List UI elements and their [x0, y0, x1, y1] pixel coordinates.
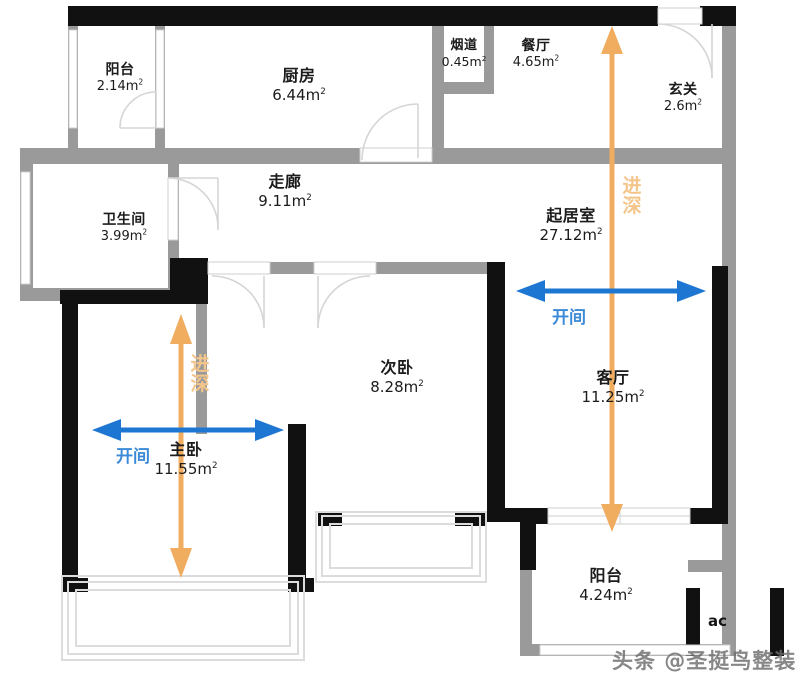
windows	[20, 7, 731, 656]
gray-walls	[20, 14, 736, 656]
bay-windows	[61, 511, 487, 661]
black-walls	[60, 6, 784, 656]
width-arrow-living	[516, 280, 706, 302]
depth-arrow-living	[601, 26, 623, 532]
width-arrow-bedroom1	[92, 419, 284, 441]
door-swings	[119, 23, 713, 329]
depth-arrow-bedroom1	[170, 314, 192, 578]
